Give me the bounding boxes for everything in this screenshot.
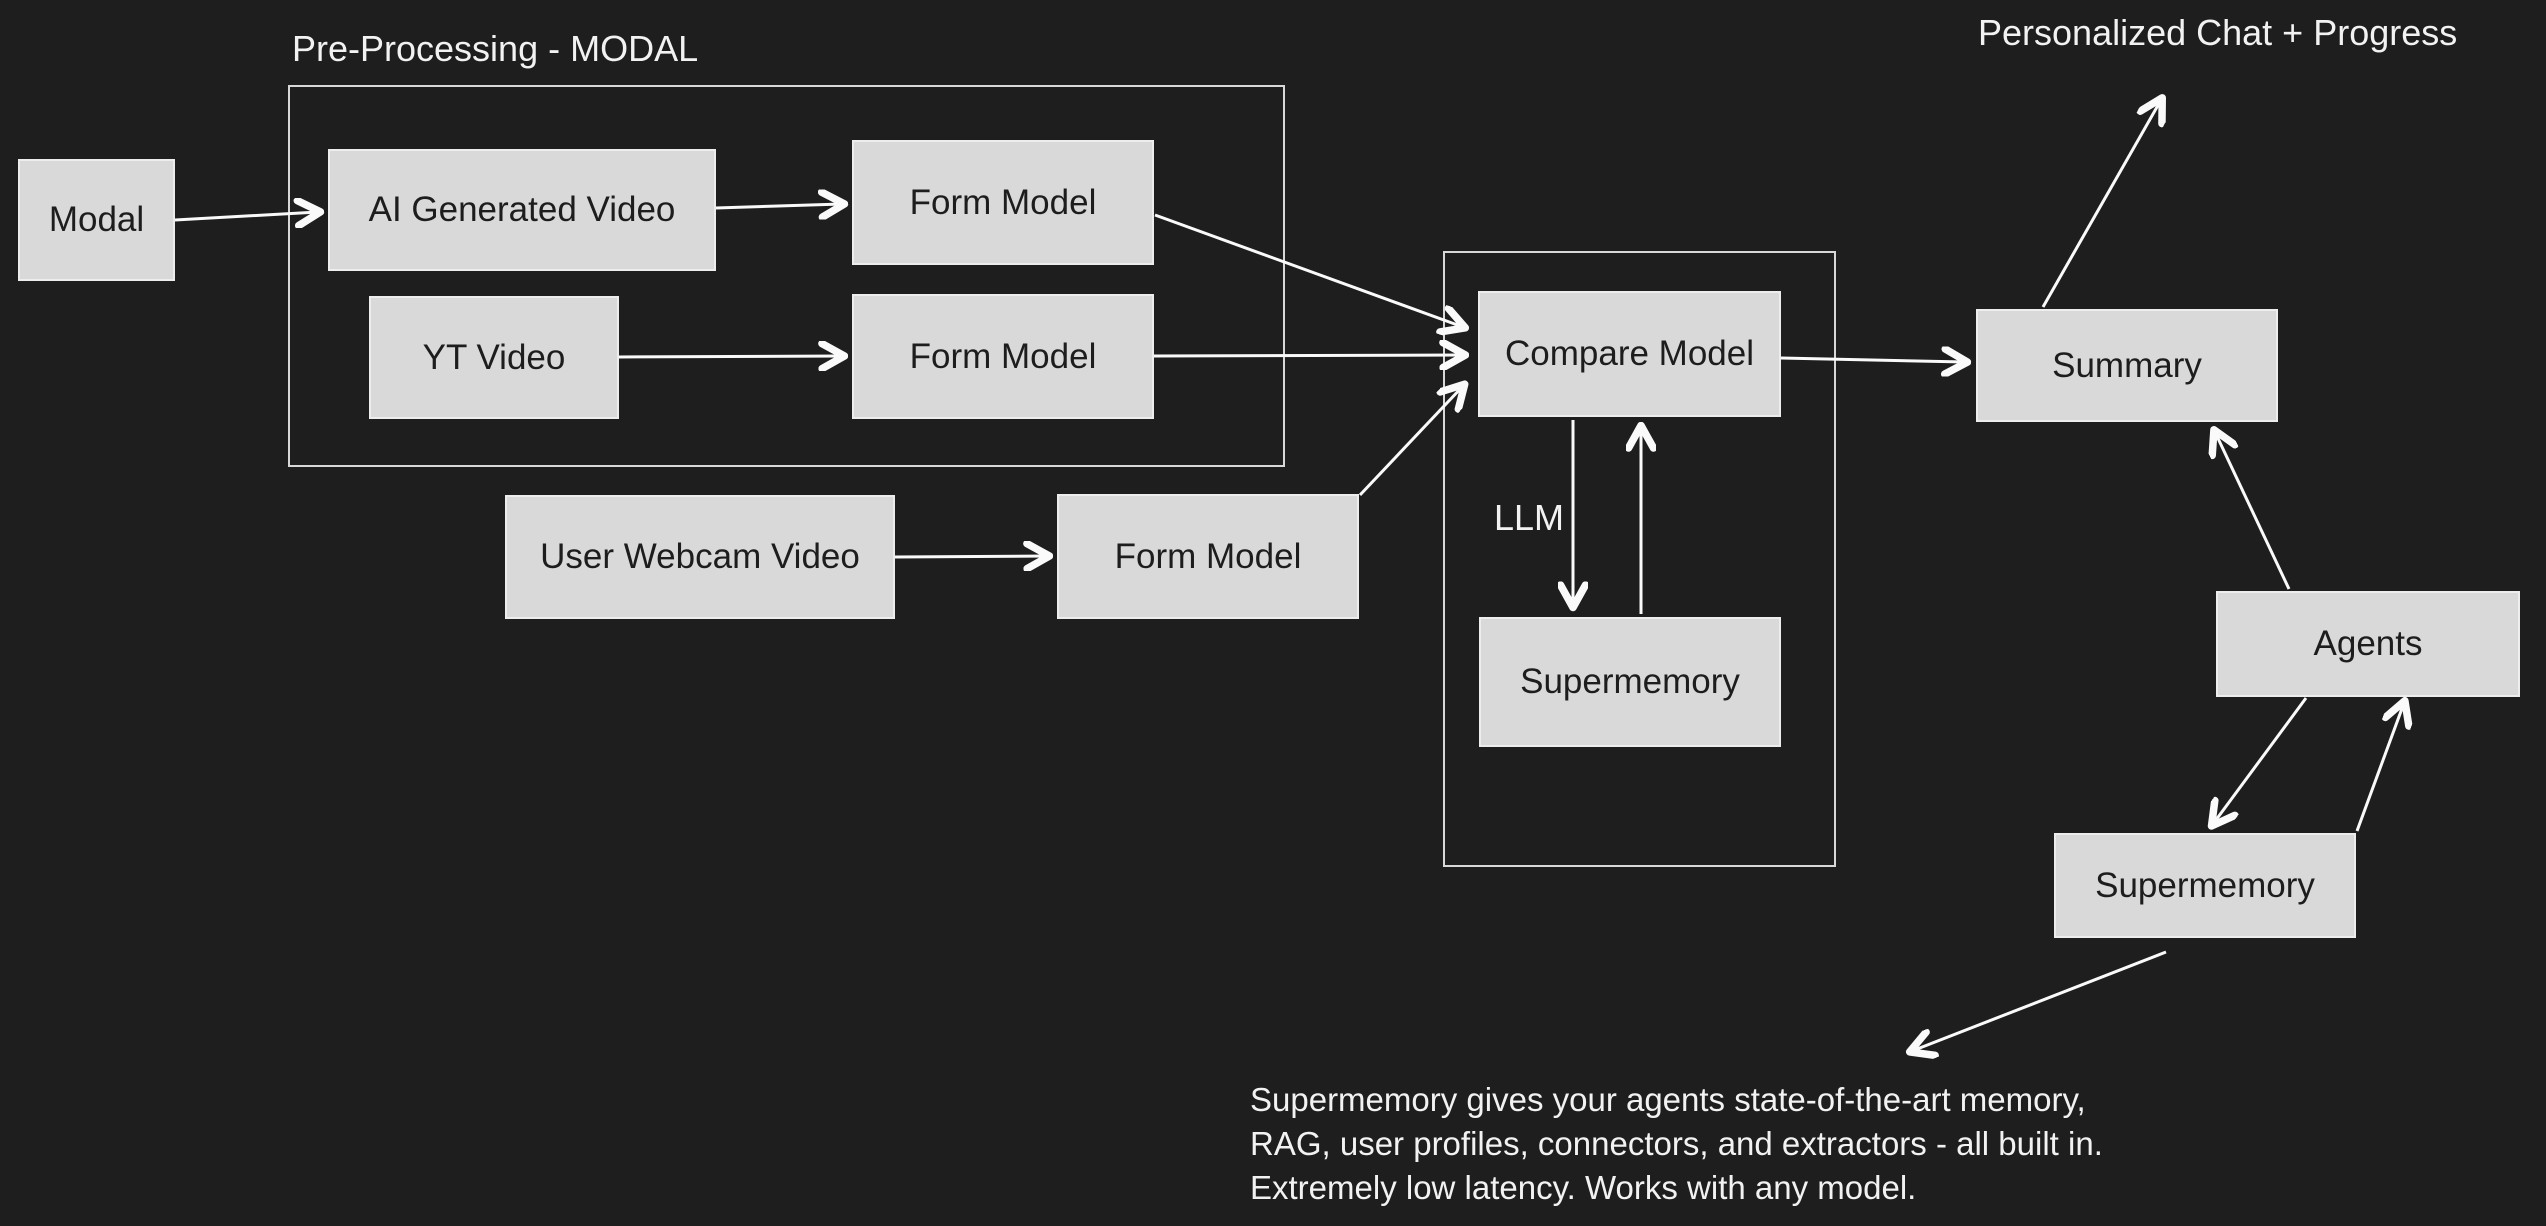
node-user-webcam-video[interactable]: User Webcam Video <box>505 495 895 619</box>
node-form-model-webcam-label: Form Model <box>1114 536 1302 576</box>
arrow-supermemory-to-note[interactable] <box>1912 950 2167 1051</box>
supermemory-note-line2: RAG, user profiles, connectors, and extr… <box>1250 1125 2103 1162</box>
node-summary[interactable]: Summary <box>1976 309 2278 422</box>
llm-loop-group-box[interactable] <box>1443 251 1836 867</box>
node-supermemory-llm[interactable]: Supermemory <box>1479 617 1781 747</box>
node-modal-label: Modal <box>48 200 145 239</box>
node-compare-model[interactable]: Compare Model <box>1478 291 1781 417</box>
node-form-model-ai[interactable]: Form Model <box>852 140 1154 265</box>
preprocessing-group-box[interactable] <box>288 85 1285 467</box>
arrow-agents-to-summary[interactable] <box>2215 432 2291 590</box>
arrow-form-model-ai-to-compare-model[interactable] <box>1154 213 1463 327</box>
arrow-compare-model-to-summary[interactable] <box>1780 358 1965 362</box>
node-supermemory-agents-label: Supermemory <box>2095 865 2315 905</box>
arrow-form-model-webcam-to-compare-model[interactable] <box>1358 386 1463 497</box>
node-yt-video-label: YT Video <box>422 337 566 377</box>
node-modal[interactable]: Modal <box>18 159 175 281</box>
node-compare-model-label: Compare Model <box>1505 334 1754 373</box>
supermemory-note[interactable]: Supermemory gives your agents state-of-t… <box>1250 1078 2103 1210</box>
arrow-summary-to-personalized-chat[interactable] <box>2041 100 2161 308</box>
arrow-agents-to-supermemory[interactable] <box>2213 697 2308 824</box>
node-form-model-yt[interactable]: Form Model <box>852 294 1154 419</box>
personalized-chat-progress-label[interactable]: Personalized Chat + Progress <box>1978 12 2458 53</box>
node-agents[interactable]: Agents <box>2216 591 2520 697</box>
arrow-modal-to-ai-generated-video[interactable] <box>174 212 318 220</box>
node-form-model-yt-label: Form Model <box>909 336 1097 376</box>
node-yt-video[interactable]: YT Video <box>369 296 619 419</box>
node-supermemory-agents[interactable]: Supermemory <box>2054 833 2356 938</box>
supermemory-note-line1: Supermemory gives your agents state-of-t… <box>1250 1081 2086 1118</box>
node-supermemory-llm-label: Supermemory <box>1520 662 1740 701</box>
node-form-model-ai-label: Form Model <box>909 182 1097 222</box>
node-user-webcam-video-label: User Webcam Video <box>540 537 860 576</box>
arrow-user-webcam-video-to-form-model[interactable] <box>894 556 1047 557</box>
llm-edge-label[interactable]: LLM <box>1494 497 1565 538</box>
node-ai-generated-video[interactable]: AI Generated Video <box>328 149 716 271</box>
arrow-supermemory-to-agents[interactable] <box>2355 703 2404 832</box>
node-ai-generated-video-label: AI Generated Video <box>368 190 676 229</box>
arrow-ai-generated-video-to-form-model[interactable] <box>715 204 842 208</box>
node-agents-label: Agents <box>2313 624 2423 663</box>
arrow-form-model-yt-to-compare-model[interactable] <box>1153 355 1463 356</box>
node-form-model-webcam[interactable]: Form Model <box>1057 494 1359 619</box>
supermemory-note-line3: Extremely low latency. Works with any mo… <box>1250 1169 1917 1206</box>
preprocessing-group-title[interactable]: Pre-Processing - MODAL <box>292 28 699 69</box>
node-summary-label: Summary <box>2052 345 2202 385</box>
arrow-yt-video-to-form-model[interactable] <box>618 356 842 357</box>
